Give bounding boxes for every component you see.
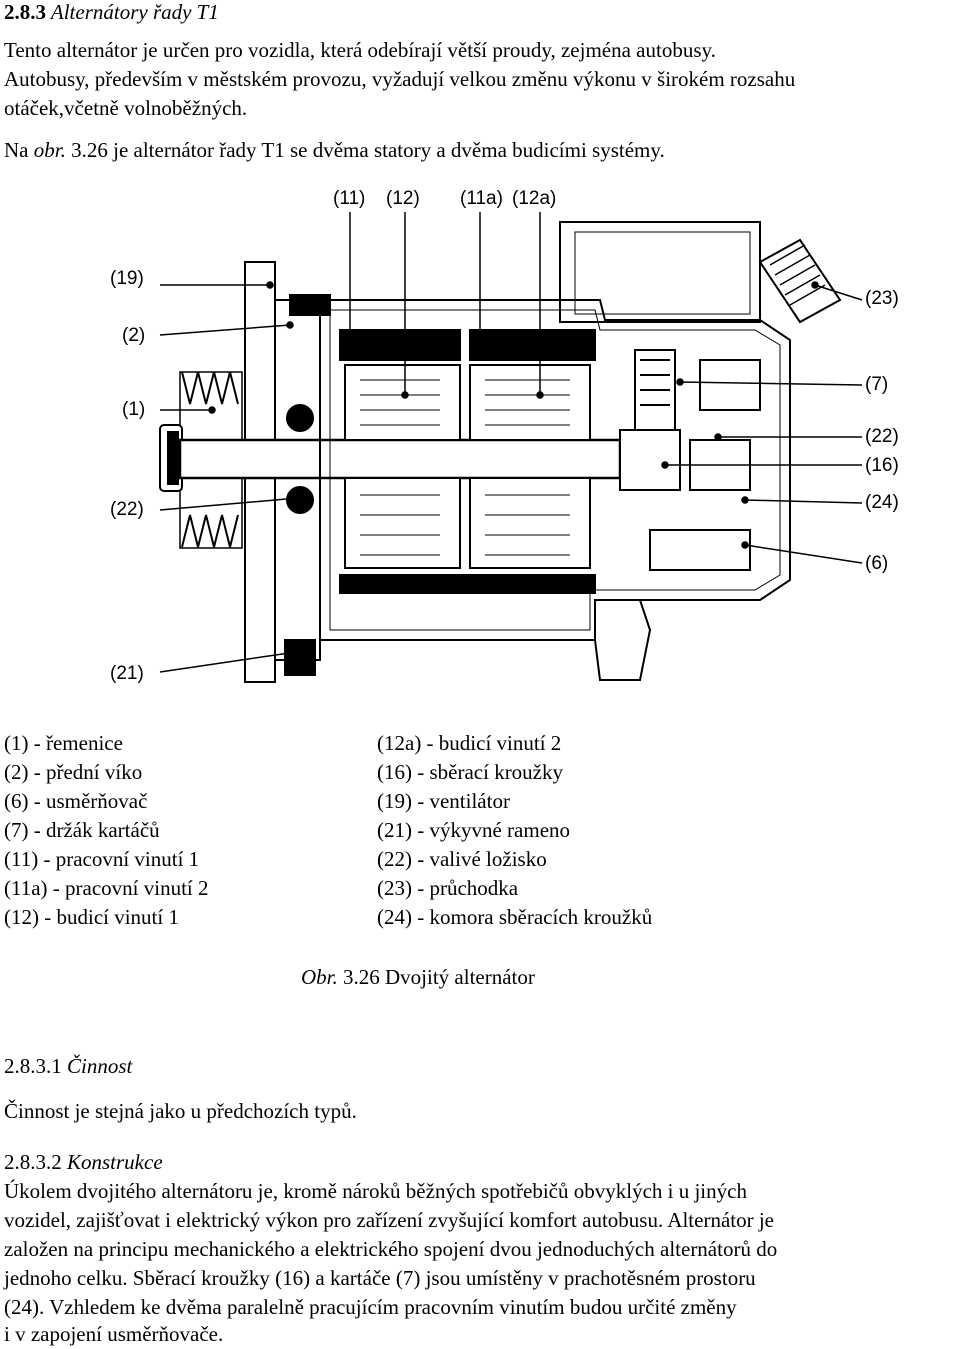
section-number: 2.8.3 [4,0,46,24]
legend-item: (22) - valivé ložisko [377,847,547,871]
label-21: (21) [110,663,144,684]
subsection-2-line: Úkolem dvojitého alternátoru je, kromě n… [4,1179,747,1203]
legend-item: (1) - řemenice [4,731,123,755]
subsection-1-number: 2.8.3.1 [4,1054,62,1078]
subsection-2-line: i v zapojení usměrňovače. [4,1322,224,1346]
intro-figure-reference: Na obr. 3.26 je alternátor řady T1 se dv… [4,136,665,165]
label-19: (19) [110,268,144,289]
subsection-2-heading: 2.8.3.2 Konstrukce [4,1148,163,1177]
ref-obr: obr. [33,138,66,162]
legend-item: (2) - přední víko [4,760,143,784]
section-heading: 2.8.3 Alternátory řady T1 [4,0,219,25]
caption-obr: Obr. [301,965,338,989]
subsection-1-text: Činnost je stejná jako u předchozích typ… [4,1099,357,1123]
legend-item: (16) - sběrací kroužky [377,760,564,784]
label-2: (2) [122,325,146,346]
legend-item: (24) - komora sběracích kroužků [377,905,653,929]
subsection-1-heading: 2.8.3.1 Činnost [4,1052,132,1081]
alternator-diagram [159,212,863,683]
label-16: (16) [865,455,899,476]
ref-rest: 3.26 je alternátor řady T1 se dvěma stat… [65,138,665,162]
legend-item: (6) - usměrňovač [4,789,148,813]
label-12: (12) [386,188,420,209]
label-11a: (11a) [460,188,503,209]
legend-item: (11) - pracovní vinutí 1 [4,847,200,871]
label-1: (1) [122,399,146,420]
label-11: (11) [333,188,366,209]
label-12a: (12a) [512,188,557,209]
swing-arm-drawing [594,599,652,681]
subsection-2-line: jednoho celku. Sběrací kroužky (16) a ka… [4,1266,756,1290]
cable-gland-drawing [758,238,842,324]
label-24: (24) [865,492,899,513]
intro-line-2: Autobusy, především v městském provozu, … [4,67,796,91]
intro-line-3: otáček,včetně volnoběžných. [4,96,248,120]
label-6: (6) [865,553,889,574]
stator-windings [339,329,596,594]
ref-prefix: Na [4,138,34,162]
legend-item: (21) - výkyvné rameno [377,818,571,842]
subsection-2-title: Konstrukce [67,1150,163,1174]
shaft-drawing [178,438,622,480]
label-22-left: (22) [110,499,144,520]
legend-item: (11a) - pracovní vinutí 2 [4,876,209,900]
label-22-right: (22) [865,426,899,447]
legend-item: (19) - ventilátor [377,789,510,813]
legend-item: (12a) - budicí vinutí 2 [377,731,562,755]
subsection-2-line: (24). Vzhledem ke dvěma paralelně pracuj… [4,1295,737,1319]
label-23: (23) [865,288,899,309]
housing-drawing [319,221,791,641]
intro-line-1: Tento alternátor je určen pro vozidla, k… [4,38,716,62]
subsection-2-number: 2.8.3.2 [4,1150,62,1174]
legend-item: (12) - budicí vinutí 1 [4,905,179,929]
subsection-1-title: Činnost [67,1054,133,1078]
figure-caption: Obr. 3.26 Dvojitý alternátor [301,963,535,992]
section-title: Alternátory řady T1 [50,0,219,24]
caption-text: 3.26 Dvojitý alternátor [337,965,535,989]
label-7: (7) [865,374,889,395]
legend-item: (23) - průchodka [377,876,519,900]
subsection-2-line: založen na principu mechanického a elekt… [4,1237,778,1261]
subsection-2-line: vozidel, zajišťovat i elektrický výkon p… [4,1208,774,1232]
legend-item: (7) - držák kartáčů [4,818,160,842]
